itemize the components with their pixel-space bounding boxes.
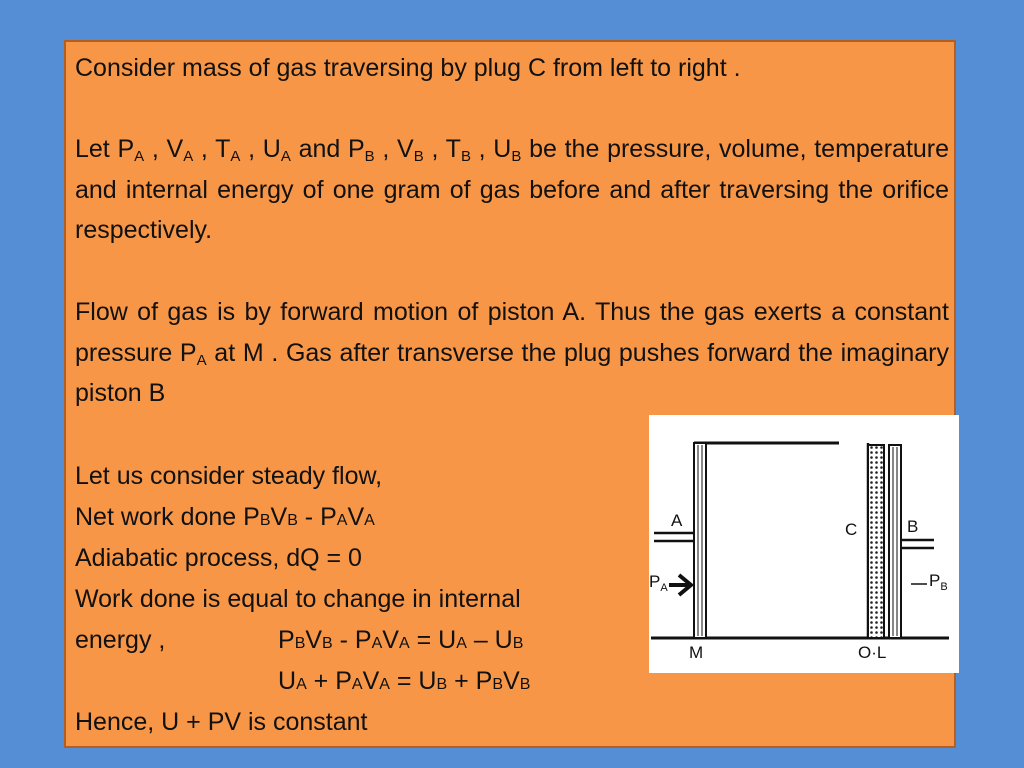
line-steady-flow: Let us consider steady flow, — [75, 462, 383, 490]
porous-plug-c — [867, 444, 885, 639]
line-conclusion: Hence, U + PV is constant — [75, 708, 368, 736]
piston-a — [693, 442, 707, 639]
label-m: M — [689, 643, 703, 662]
label-pb: PB — [929, 571, 948, 593]
equation-rearranged: UA + PAVA = UB + PBVB — [278, 667, 531, 695]
piston-b — [888, 444, 902, 639]
equation-energy-balance: PBVB - PAVA = UA – UB — [278, 626, 524, 654]
label-c: C — [845, 520, 857, 539]
porous-plug-diagram: A C B PA PB M O·L — [649, 415, 959, 673]
line-adiabatic: Adiabatic process, dQ = 0 — [75, 544, 362, 572]
paragraph-intro: Consider mass of gas traversing by plug … — [75, 54, 741, 82]
label-b: B — [907, 517, 918, 536]
line-work-internal: Work done is equal to change in internal — [75, 585, 521, 613]
label-ol: O·L — [858, 643, 886, 662]
paragraph-flow: Flow of gas is by forward motion of pist… — [75, 298, 950, 407]
label-a: A — [671, 511, 683, 530]
line-energy-eq: energy , — [75, 626, 166, 654]
line-net-work: Net work done PBVB - PAVA — [75, 503, 375, 531]
label-pa: PA — [649, 572, 668, 594]
paragraph-definitions: Let PA , VA , TA , UA and PB , VB , TB ,… — [75, 135, 950, 244]
